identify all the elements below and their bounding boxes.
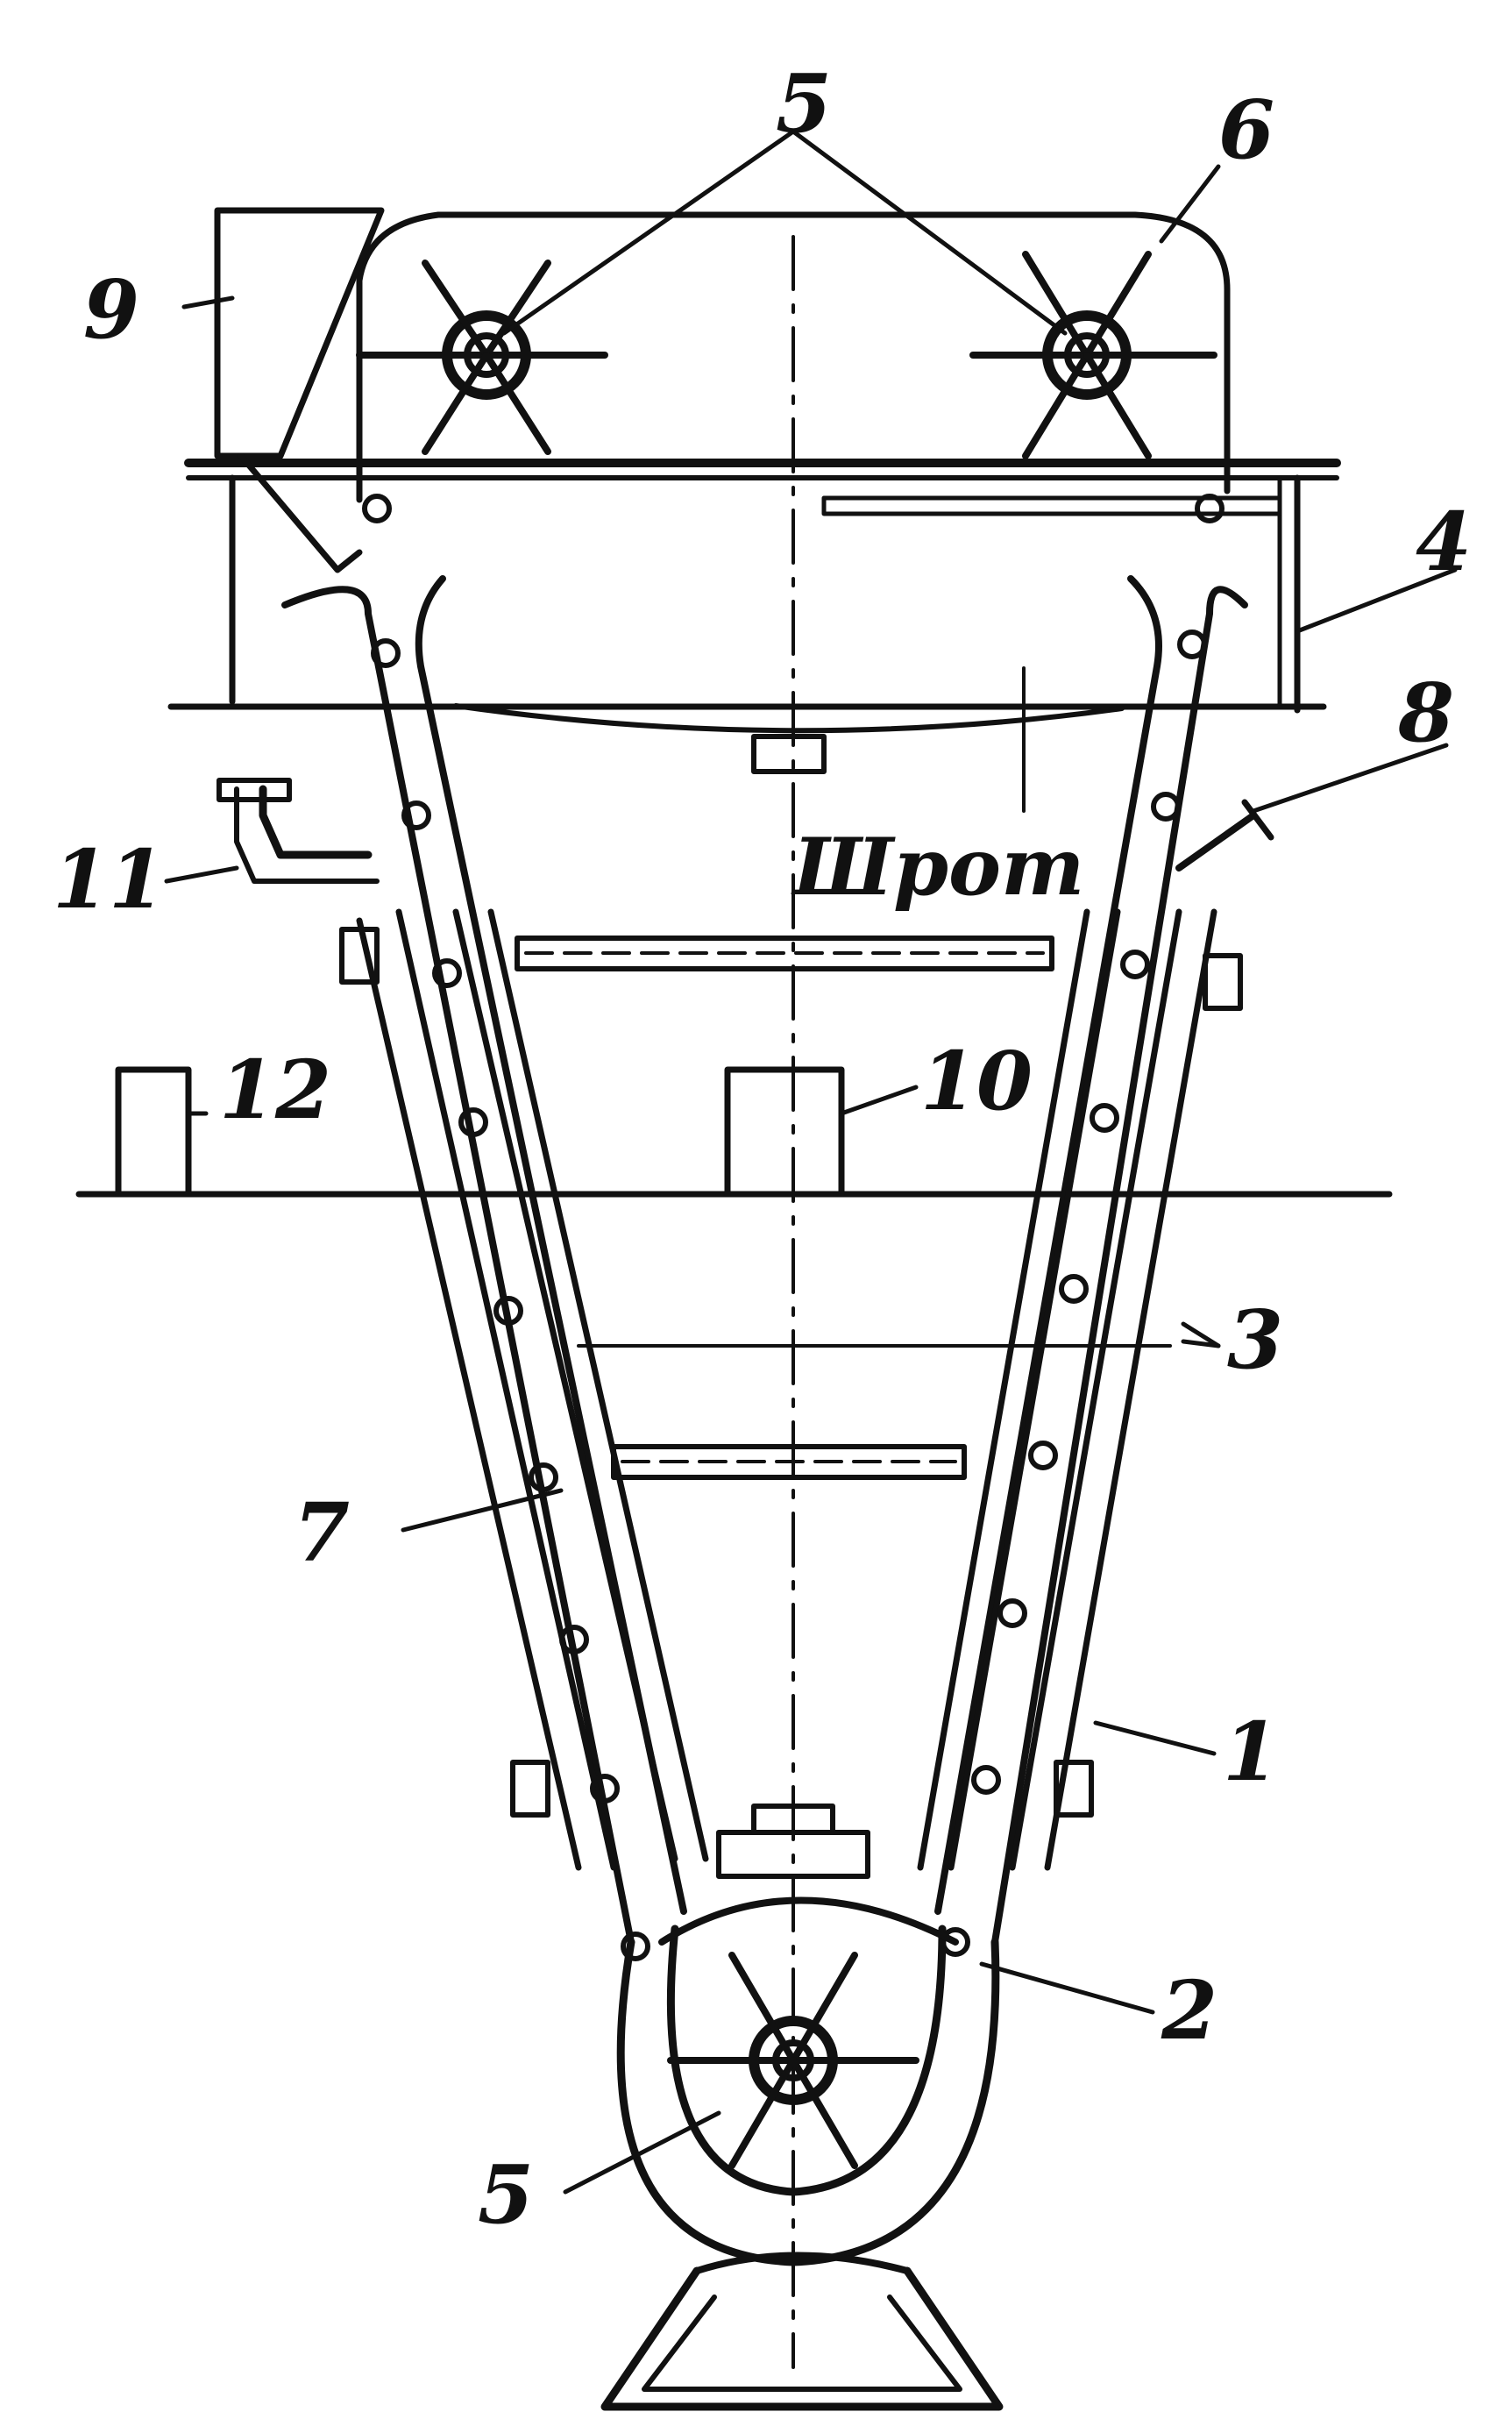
label-11: 11: [53, 832, 165, 927]
fitting-8: [1175, 799, 1274, 872]
label-5-bottom: 5: [478, 2147, 534, 2242]
jacket-flanges: [339, 927, 1243, 1818]
bottom-housing: [616, 1804, 1000, 2266]
bottom-sprocket: [667, 1952, 919, 2169]
top-deck: [184, 459, 1341, 705]
leader-lines: [164, 129, 1458, 2195]
label-4: 4: [1416, 494, 1472, 589]
box-12: [115, 1066, 192, 1198]
right-top-sprocket: [969, 251, 1217, 459]
label-12: 12: [219, 1042, 331, 1137]
material-label: Шрот: [791, 821, 1084, 914]
label-9: 9: [83, 262, 139, 357]
chain-buckets: [362, 494, 1225, 1961]
right-column: [917, 575, 1248, 1946]
box-10: [724, 1066, 845, 1198]
discharge-hopper-4: [453, 474, 1301, 813]
label-2: 2: [1161, 1963, 1217, 2058]
label-7: 7: [294, 1485, 350, 1580]
label-1: 1: [1223, 1704, 1279, 1799]
cross-beams: [515, 936, 1172, 1480]
label-5-top: 5: [776, 56, 832, 151]
left-column: [281, 575, 709, 1946]
feeder-9: [214, 207, 385, 573]
left-top-sprocket: [356, 260, 608, 455]
label-6: 6: [1218, 82, 1274, 177]
base-stand: [600, 2252, 1004, 2411]
label-8: 8: [1397, 665, 1454, 760]
label-3: 3: [1227, 1292, 1283, 1387]
top-guide: [821, 495, 1282, 516]
top-chain-loop: [356, 211, 1231, 503]
pipe-11: [217, 778, 380, 884]
label-10: 10: [920, 1034, 1033, 1128]
